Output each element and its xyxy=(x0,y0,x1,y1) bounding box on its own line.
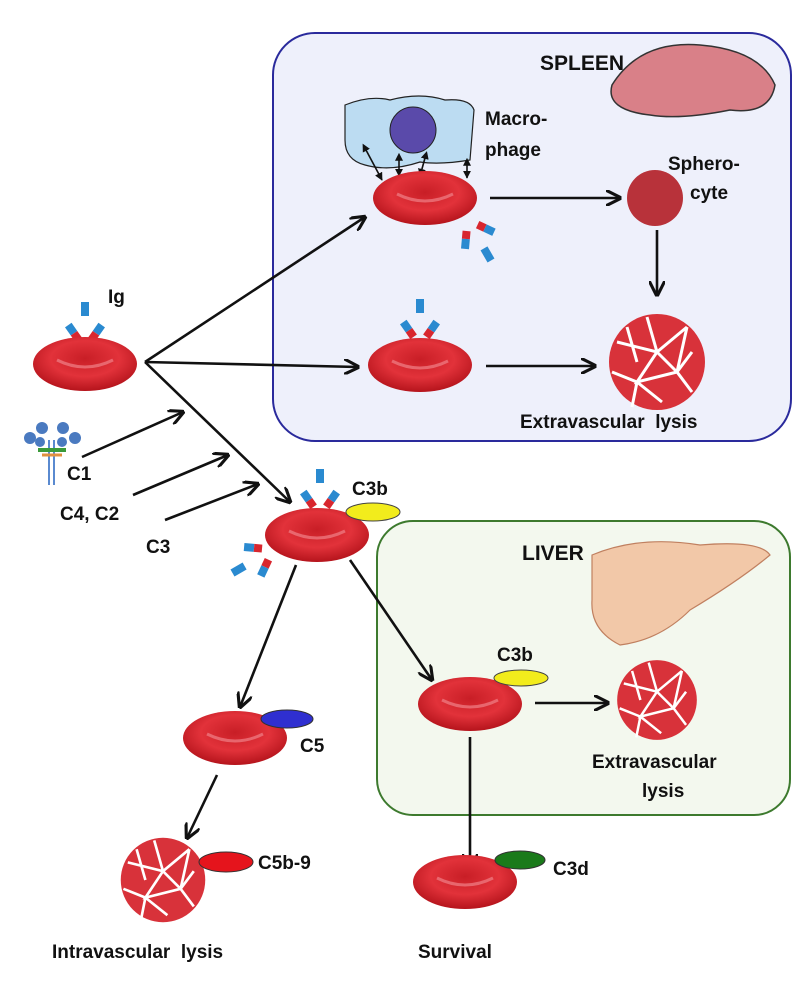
c3-label: C3 xyxy=(146,537,170,558)
c3b-marker xyxy=(345,502,401,522)
lysed-rbc-intravascular xyxy=(119,836,207,924)
spleen-organ-icon xyxy=(610,43,776,118)
rbc-initial xyxy=(31,335,139,393)
liver-c3b-label: C3b xyxy=(497,645,533,666)
lysed-rbc-liver xyxy=(615,658,699,742)
spleen-lysis-label: Extravascular lysis xyxy=(520,412,697,433)
macrophage-label-1: Macro- xyxy=(485,109,547,130)
spherocyte-label-2: cyte xyxy=(690,183,728,204)
ig-antibody-icon xyxy=(65,302,105,343)
rbc-macrophage xyxy=(371,169,479,227)
lysed-rbc-spleen xyxy=(607,312,707,412)
c5-marker xyxy=(260,709,314,729)
spherocyte-label-1: Sphero- xyxy=(668,154,740,175)
rbc-ig-coated xyxy=(366,336,474,394)
c5b9-marker xyxy=(198,851,254,873)
c3d-marker xyxy=(494,850,546,870)
liver-lysis-label-1: Extravascular xyxy=(592,752,717,773)
c1-complex-icon xyxy=(24,422,81,485)
antibody-icon xyxy=(300,469,340,510)
c5-label: C5 xyxy=(300,736,325,757)
ig-label: Ig xyxy=(108,287,125,308)
c3d-label: C3d xyxy=(553,859,589,880)
survival-label: Survival xyxy=(418,942,492,963)
liver-organ-icon xyxy=(591,541,771,646)
c3b-marker xyxy=(493,669,549,687)
intravascular-lysis-label: Intravascular lysis xyxy=(52,942,223,963)
liver-lysis-label-2: lysis xyxy=(642,781,684,802)
spherocyte xyxy=(627,170,683,226)
spleen-title: SPLEEN xyxy=(540,52,624,75)
c1-label: C1 xyxy=(67,464,92,485)
c4-c2-label: C4, C2 xyxy=(60,504,119,525)
liver-title: LIVER xyxy=(522,542,584,565)
macrophage-nucleus xyxy=(389,106,437,154)
c5b9-label: C5b-9 xyxy=(258,853,311,874)
c3b-label: C3b xyxy=(352,479,388,500)
macrophage-label-2: phage xyxy=(485,140,541,161)
